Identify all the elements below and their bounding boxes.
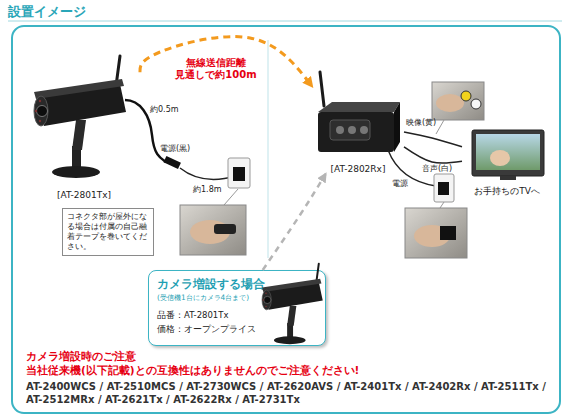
hand <box>436 94 464 112</box>
heading-rule <box>8 21 562 22</box>
cable-length: 約1.8m <box>193 184 222 195</box>
node-text: (受信機1台にカメラ4台まで) <box>157 293 267 303</box>
receiver-antenna <box>320 72 324 106</box>
node-heading: コネクタ部が屋外になる場合は付属の自己融着テープを巻いてください。 <box>67 212 149 252</box>
receiver-body <box>318 112 394 152</box>
receiver-button <box>336 126 344 134</box>
model-list: AT-2400WCS / AT-2510MCS / AT-2730WCS / A… <box>26 380 556 406</box>
tape-photo <box>180 205 246 255</box>
leader-line <box>224 189 238 205</box>
ac-adapter <box>438 182 449 195</box>
dc-plug <box>163 156 180 169</box>
receiver-panel <box>330 120 370 140</box>
node-text: 価格：オープンプライス <box>157 324 267 336</box>
tv-frame <box>472 130 544 176</box>
outer-frame <box>12 26 560 413</box>
wall-outlet <box>434 174 454 202</box>
edge-label: 無線送信距離 見通しで約100m <box>170 57 262 81</box>
camera-illustration <box>262 264 323 345</box>
outlet-photo <box>405 208 467 258</box>
camera-illustration <box>34 56 126 178</box>
cable-name: 電源(黒) <box>160 143 190 154</box>
leader-line <box>440 202 444 208</box>
page-title: 設置イメージ <box>8 3 86 21</box>
receiver-top <box>318 102 400 112</box>
receiver-button <box>360 126 368 134</box>
edge-label: 映像(黄) <box>406 117 436 128</box>
ac-adapter <box>233 167 245 181</box>
node-heading: カメラ増設する場合 <box>157 277 267 292</box>
warning-heading: カメラ増設時のご注意 <box>26 350 136 364</box>
node-heading: [AT-2802Rx] <box>331 164 386 174</box>
cable-length: 約0.5m <box>150 104 179 115</box>
tape-wrap <box>214 224 236 234</box>
warning-text: 当社従来機(以下記載)との互換性はありませんのでご注意ください! <box>26 364 359 378</box>
edge-label: 音声(白) <box>422 163 452 174</box>
node-text: 品番：AT-2801Tx <box>157 310 267 322</box>
receiver-button <box>348 126 356 134</box>
screen-image <box>490 150 510 166</box>
wall-outlet <box>228 158 250 188</box>
addon-link <box>263 174 326 270</box>
divider <box>267 40 269 258</box>
node-heading: お手持ちのTVへ <box>474 185 540 198</box>
camera-unit: [AT-2801Tx] <box>28 58 140 200</box>
plug-photo <box>432 82 484 120</box>
addon-box: カメラ増設する場合(受信機1台にカメラ4台まで) 品番：AT-2801Tx 価格：オ… <box>148 270 326 346</box>
tv-stand <box>500 176 516 180</box>
wireless-link <box>140 37 312 87</box>
audio-cable <box>404 147 462 163</box>
node-heading: [AT-2801Tx] <box>57 190 111 200</box>
leader-line <box>436 120 444 134</box>
ac-adapter <box>440 226 456 240</box>
receiver-side <box>394 102 400 152</box>
tv-screen <box>476 134 540 170</box>
video-cable <box>404 132 462 147</box>
cable-name: 電源 <box>392 178 408 189</box>
note-box: コネクタ部が屋外になる場合は付属の自己融着テープを巻いてください。 <box>62 208 154 256</box>
tv-unit: お手持ちのTVへ <box>462 122 552 198</box>
yellow-plug <box>461 91 471 101</box>
white-plug <box>471 99 481 109</box>
receiver-unit: [AT-2802Rx] <box>312 70 404 174</box>
